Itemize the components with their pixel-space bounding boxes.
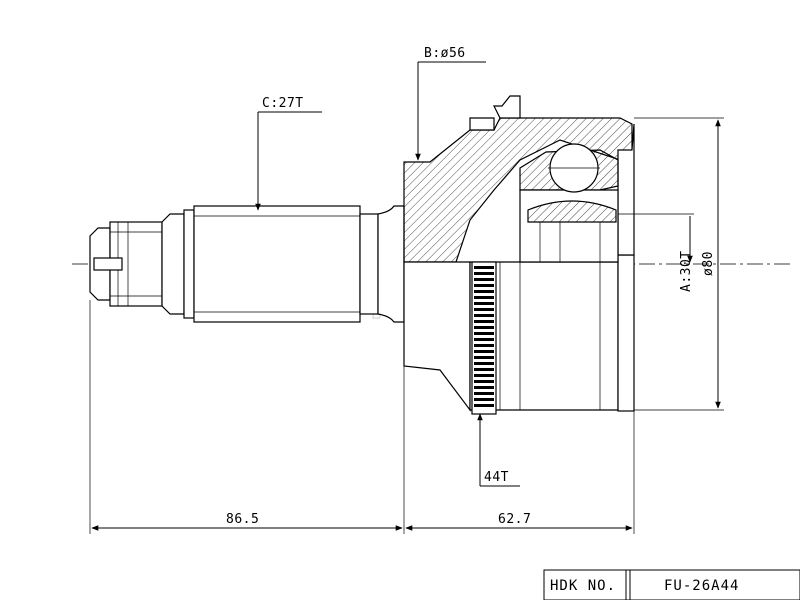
abs-tooth xyxy=(474,386,494,389)
abs-tooth xyxy=(474,332,494,335)
abs-tooth xyxy=(474,350,494,353)
abs-tooth xyxy=(474,296,494,299)
outer-housing xyxy=(403,117,635,412)
abs-tooth xyxy=(474,392,494,395)
outer-diameter-text: ø80 xyxy=(701,251,716,276)
spline-bore-text: A:30T xyxy=(679,250,694,292)
threaded-end xyxy=(89,213,185,315)
abs-tooth xyxy=(474,368,494,371)
abs-tooth xyxy=(474,290,494,293)
abs-tooth xyxy=(474,374,494,377)
callout-c: C:27T xyxy=(255,96,322,211)
dimension-bottom: 86.5 62.7 xyxy=(89,300,635,534)
abs-tooth xyxy=(474,344,494,347)
boot-flange xyxy=(469,117,495,131)
abs-tooth xyxy=(474,272,494,275)
abs-tooth xyxy=(474,326,494,329)
part-number: FU-26A44 xyxy=(664,578,739,594)
shaft-length-text: 86.5 xyxy=(226,512,259,527)
boot-clip xyxy=(493,95,521,119)
abs-tooth xyxy=(474,266,494,269)
abs-tooth xyxy=(474,362,494,365)
dimension-outer-diameter: A:30T ø80 xyxy=(618,117,724,411)
title-block: HDK NO. FU-26A44 xyxy=(543,569,800,600)
abs-tooth xyxy=(474,398,494,401)
abs-tooth xyxy=(474,308,494,311)
callout-abs: 44T xyxy=(477,413,520,487)
abs-tooth xyxy=(474,314,494,317)
callout-b: B:ø56 xyxy=(415,46,486,161)
spline-shaft xyxy=(183,205,405,323)
abs-tooth xyxy=(474,320,494,323)
abs-tooth xyxy=(474,278,494,281)
abs-tooth xyxy=(474,338,494,341)
abs-tooth xyxy=(474,404,494,407)
abs-tooth xyxy=(474,380,494,383)
callout-c-text: C:27T xyxy=(262,96,304,111)
housing-length-text: 62.7 xyxy=(498,512,531,527)
callout-b-text: B:ø56 xyxy=(424,46,466,61)
abs-tooth xyxy=(474,302,494,305)
inner-race xyxy=(519,143,619,263)
callout-abs-text: 44T xyxy=(484,470,509,485)
abs-tone-ring xyxy=(471,261,497,415)
abs-tooth xyxy=(474,356,494,359)
title-block-label: HDK NO. xyxy=(550,578,616,594)
abs-tooth xyxy=(474,284,494,287)
